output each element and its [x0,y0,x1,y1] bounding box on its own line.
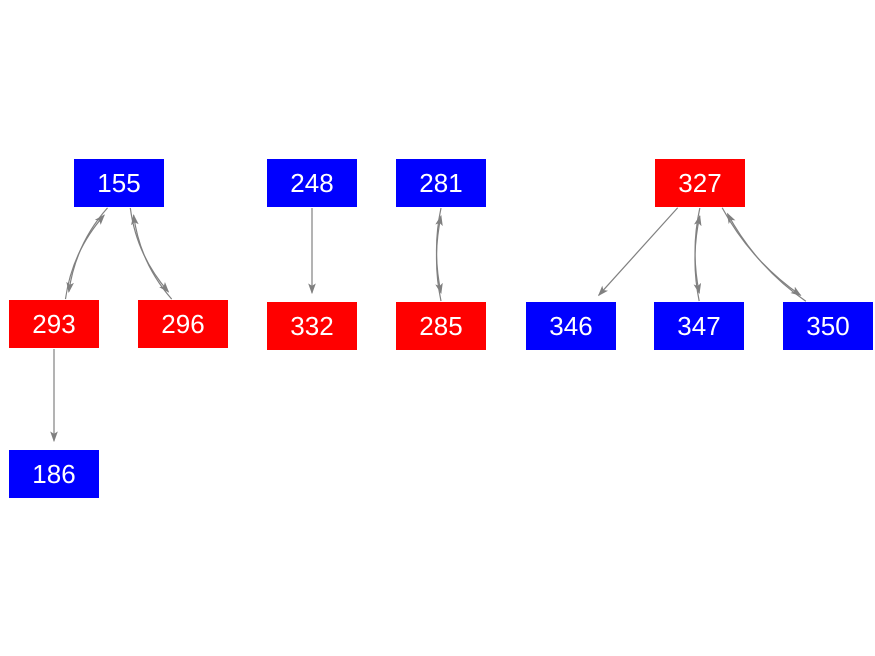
graph-node-281[interactable]: 281 [396,159,486,207]
graph-node-label: 347 [677,311,721,341]
graph-node-155[interactable]: 155 [74,159,164,207]
graph-node-label: 285 [419,311,463,341]
graph-node-label: 155 [97,168,141,198]
graph-node-label: 332 [290,311,334,341]
graph-node-332[interactable]: 332 [267,302,357,350]
graph-node-327[interactable]: 327 [655,159,745,207]
graph-node-346[interactable]: 346 [526,302,616,350]
graph-node-label: 350 [806,311,850,341]
graph-node-label: 186 [32,459,76,489]
graph-node-347[interactable]: 347 [654,302,744,350]
graph-node-label: 281 [419,168,463,198]
graph-node-350[interactable]: 350 [783,302,873,350]
graph-node-label: 346 [549,311,593,341]
graph-node-248[interactable]: 248 [267,159,357,207]
graph-node-186[interactable]: 186 [9,450,99,498]
graph-node-label: 296 [161,309,205,339]
graph-node-label: 293 [32,309,76,339]
graph-node-label: 248 [290,168,334,198]
graph-node-285[interactable]: 285 [396,302,486,350]
graph-node-label: 327 [678,168,722,198]
graph-node-296[interactable]: 296 [138,300,228,348]
graph-node-293[interactable]: 293 [9,300,99,348]
